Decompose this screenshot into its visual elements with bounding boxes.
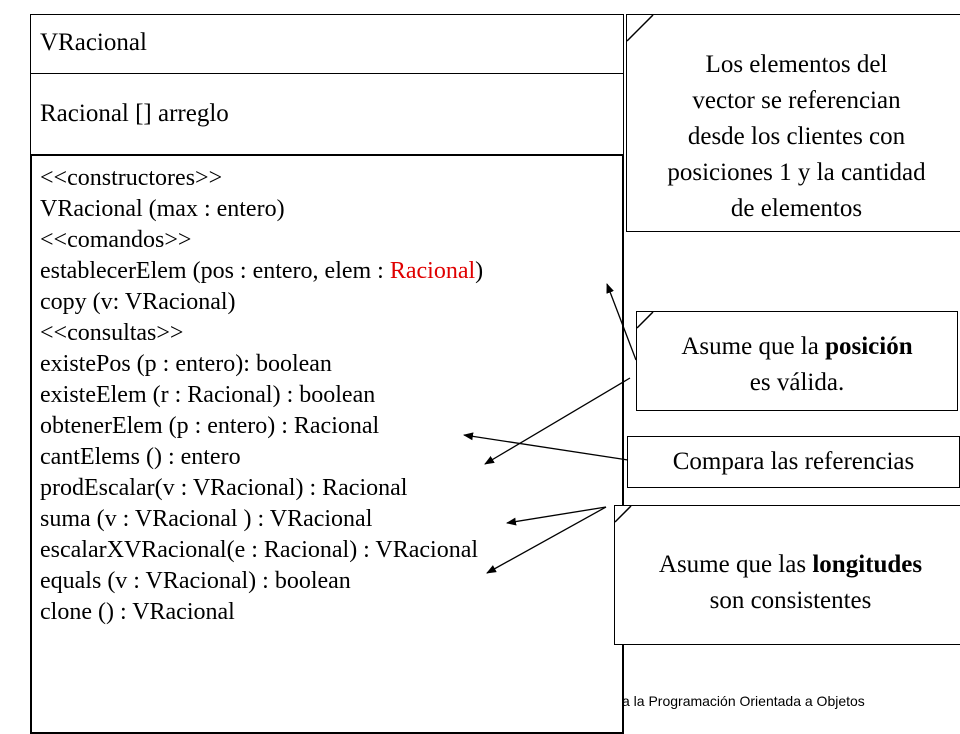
note-position-valid: Asume que la posición es válida.: [636, 311, 958, 411]
method-highlight-type: Racional: [389, 258, 476, 284]
note-line: vector se referencian: [692, 87, 901, 114]
uml-methods-box: <<constructores>> VRacional (max : enter…: [30, 154, 624, 734]
uml-attribute: Racional [] arreglo: [40, 100, 229, 127]
note-line: de elementos: [730, 195, 863, 222]
method-text: obtenerElem (p : entero) : Racional: [40, 413, 380, 439]
method-text: establecerElem (pos : entero, elem :: [40, 258, 390, 284]
note-line: son consistentes: [709, 587, 872, 614]
arrow-to-suma: [486, 506, 607, 574]
note-bold-text: posición: [825, 333, 913, 360]
method-text: <<consultas>>: [40, 320, 184, 346]
method-item: <<consultas>>: [40, 318, 483, 349]
method-item: VRacional (max : entero): [40, 194, 483, 225]
note-line: Asume que las longitudes: [615, 547, 960, 583]
method-item: existePos (p : entero): boolean: [40, 349, 483, 380]
note-line: es válida.: [749, 369, 845, 396]
method-item: equals (v : VRacional) : boolean: [40, 566, 483, 597]
uml-class-name: VRacional: [40, 29, 147, 56]
note-text: Asume que la: [681, 333, 826, 360]
method-item: establecerElem (pos : entero, elem : Rac…: [40, 256, 483, 287]
method-text: equals (v : VRacional) : boolean: [40, 568, 351, 594]
method-item: suma (v : VRacional ) : VRacional: [40, 504, 483, 535]
method-item: obtenerElem (p : entero) : Racional: [40, 411, 483, 442]
method-text: VRacional (max : entero): [40, 196, 285, 222]
note-line: Los elementos del: [705, 51, 888, 78]
arrow-to-prodEscalar: [506, 506, 607, 526]
note-line: Compara las referencias: [672, 448, 915, 475]
note-line: desde los clientes con: [687, 123, 906, 150]
method-item: <<constructores>>: [40, 163, 483, 194]
method-text: cantElems () : entero: [40, 444, 241, 470]
method-text: prodEscalar(v : VRacional) : Racional: [40, 475, 408, 501]
arrow-to-establecerElem: [606, 283, 637, 361]
note-bold-text: longitudes: [812, 551, 923, 578]
method-item: prodEscalar(v : VRacional) : Racional: [40, 473, 483, 504]
uml-methods-list: <<constructores>> VRacional (max : enter…: [40, 163, 483, 628]
method-text: suma (v : VRacional ) : VRacional: [40, 506, 373, 532]
method-text: clone () : VRacional: [40, 599, 235, 625]
note-line: posiciones 1 y la cantidad: [667, 159, 926, 186]
method-item: <<comandos>>: [40, 225, 483, 256]
note-fold-icon: [615, 506, 632, 523]
method-text: copy (v: VRacional): [40, 289, 236, 315]
method-text: existePos (p : entero): boolean: [40, 351, 332, 377]
method-item: escalarXVRacional(e : Racional) : VRacio…: [40, 535, 483, 566]
method-item: clone () : VRacional: [40, 597, 483, 628]
note-text: Asume que las: [658, 551, 813, 578]
arrow-to-existeElem: [463, 432, 629, 461]
note-compare-references: Compara las referencias: [627, 436, 960, 488]
note-elements-reference: Los elementos del vector se referencian …: [626, 14, 960, 232]
method-text: <<constructores>>: [40, 165, 223, 191]
method-text: <<comandos>>: [40, 227, 192, 253]
note-lengths-consistent: Asume que las longitudes son consistente…: [614, 505, 960, 645]
method-item: existeElem (r : Racional) : boolean: [40, 380, 483, 411]
footer-text: a la Programación Orientada a Objetos: [622, 693, 865, 709]
arrow-to-obtenerElem: [484, 377, 631, 465]
note-fold-icon: [637, 312, 654, 329]
method-item: cantElems () : entero: [40, 442, 483, 473]
method-item: copy (v: VRacional): [40, 287, 483, 318]
uml-class-name-box: VRacional: [30, 14, 624, 74]
method-text: existeElem (r : Racional) : boolean: [40, 382, 376, 408]
note-fold-icon: [627, 15, 654, 42]
note-line: Asume que la posición: [637, 329, 957, 365]
method-suffix: ): [475, 258, 484, 284]
method-text: escalarXVRacional(e : Racional) : VRacio…: [40, 537, 479, 563]
